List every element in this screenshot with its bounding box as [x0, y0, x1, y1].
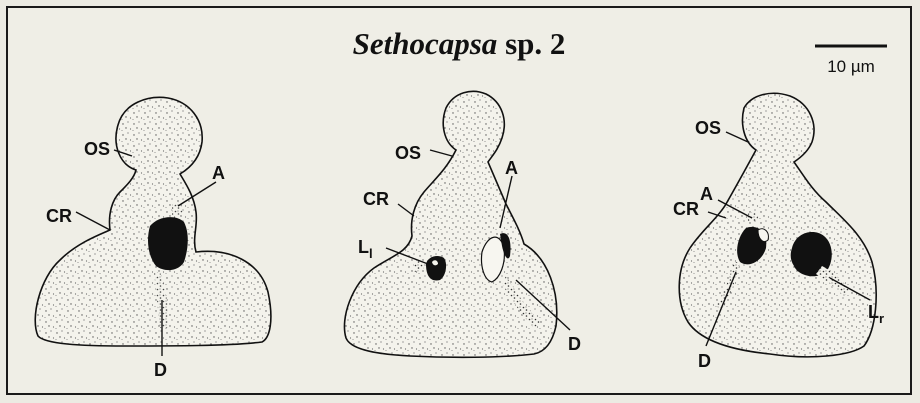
- label-d-2: D: [568, 334, 581, 354]
- label-cr-2: CR: [363, 189, 389, 209]
- label-a-3: A: [700, 184, 713, 204]
- label-os-3: OS: [695, 118, 721, 138]
- scale-bar: 10 µm: [815, 46, 887, 76]
- label-cr-1: CR: [46, 206, 72, 226]
- label-l-2: Ll: [358, 237, 373, 261]
- label-d-1: D: [154, 360, 167, 380]
- label-os-2: OS: [395, 143, 421, 163]
- label-a-2: A: [505, 158, 518, 178]
- specimen-2: OS A CR Ll D: [344, 91, 581, 357]
- scale-bar-label: 10 µm: [827, 57, 875, 76]
- label-d-3: D: [698, 351, 711, 371]
- label-os-1: OS: [84, 139, 110, 159]
- label-a-1: A: [212, 163, 225, 183]
- specimen-1: OS A CR D: [35, 97, 271, 380]
- specimen-3: OS A CR Lr D: [673, 93, 884, 371]
- label-cr-3: CR: [673, 199, 699, 219]
- specimen-1-dark-mass: [148, 217, 188, 270]
